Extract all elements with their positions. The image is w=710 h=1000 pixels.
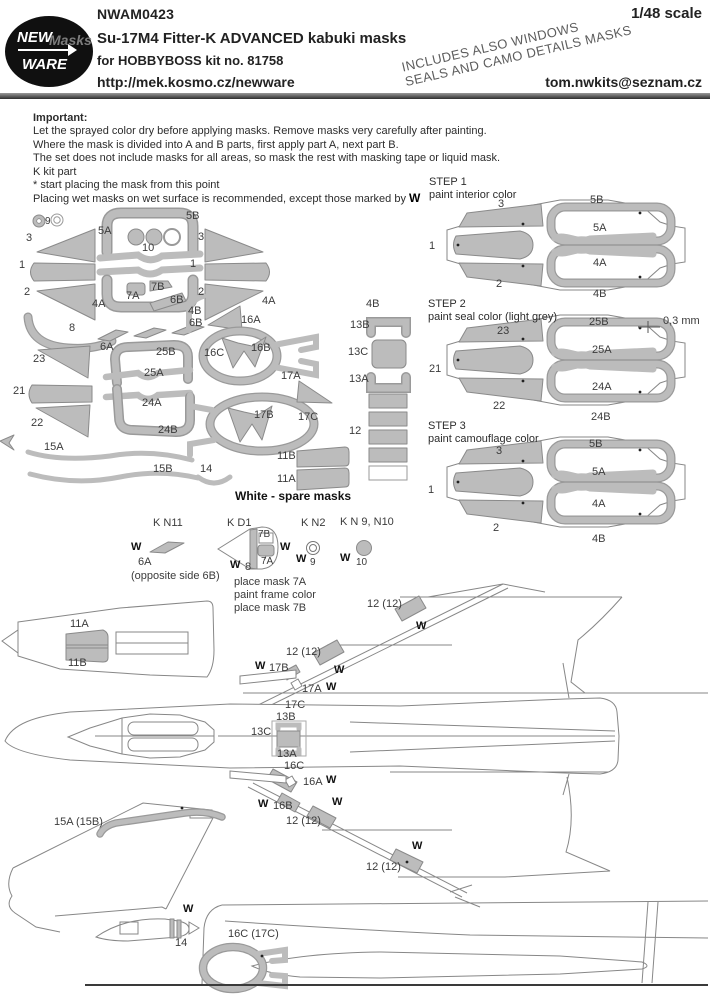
kit-subtitle: for HOBBYBOSS kit no. 81758	[97, 53, 284, 68]
page-title: Su-17M4 Fitter-K ADVANCED kabuki masks	[97, 30, 407, 47]
logo-text-ware: WARE	[22, 56, 67, 73]
important-heading: Important:	[33, 112, 88, 124]
important-line: Placing wet masks on wet surface is reco…	[33, 192, 500, 206]
header: NEW Masks WARE NWAM0423 Su-17M4 Fitter-K…	[0, 0, 710, 93]
step3-heading: STEP 3 paint camouflage color	[428, 420, 539, 445]
newware-logo: NEW Masks WARE	[5, 16, 93, 87]
website-url[interactable]: http://mek.kosmo.cz/newware	[97, 74, 295, 90]
nose-side-view	[1, 600, 215, 678]
step3-name: STEP 3	[428, 420, 466, 432]
important-line: Where the mask is divided into A and B p…	[33, 138, 399, 151]
header-divider	[0, 93, 710, 99]
scale-label: 1/48 scale	[631, 5, 702, 22]
step3-instruction: paint camouflage color	[428, 432, 539, 445]
step2-name: STEP 2	[428, 298, 466, 310]
important-line: Let the sprayed color dry before applyin…	[33, 125, 487, 138]
product-code: NWAM0423	[97, 6, 175, 22]
step2-heading: STEP 2 paint seal color (light grey)	[428, 298, 557, 323]
logo-arrow	[18, 49, 70, 51]
wing-bottom-diagram	[229, 768, 611, 908]
step3-canopy-diagram	[447, 437, 685, 527]
step2-canopy-diagram	[447, 315, 685, 405]
contact-email[interactable]: tom.nwkits@seznam.cz	[545, 74, 702, 90]
kit-part-diagrams	[149, 526, 372, 570]
dimension-callout	[638, 321, 660, 333]
step1-heading: STEP 1 paint interior color	[429, 176, 516, 201]
logo-arrowhead-icon	[68, 44, 77, 56]
step2-instruction: paint seal color (light grey)	[428, 310, 558, 323]
w-mark: W	[409, 191, 421, 206]
wing-top-diagram	[239, 583, 708, 714]
tail-fin-side-view	[8, 802, 226, 942]
important-line: K kit part	[33, 165, 77, 178]
important-line-text: Placing wet masks on wet surface is reco…	[33, 193, 410, 206]
fuselage-top-view	[4, 662, 620, 796]
logo-text-new: NEW	[17, 29, 52, 46]
logo-text-masks: Masks	[49, 32, 92, 48]
important-line: The set does not include masks for all a…	[33, 152, 501, 165]
includes-note-line1: INCLUDES ALSO WINDOWS	[400, 19, 580, 75]
step1-name: STEP 1	[429, 176, 467, 188]
important-notes: Important: Let the sprayed color dry bef…	[33, 112, 500, 207]
step1-canopy-diagram	[447, 200, 685, 290]
step1-instruction: paint interior color	[429, 188, 517, 201]
mask-sheet-diagram	[0, 207, 411, 491]
important-line: * start placing the mask from this point	[33, 179, 220, 192]
wing-root-bottom-view	[85, 900, 709, 994]
